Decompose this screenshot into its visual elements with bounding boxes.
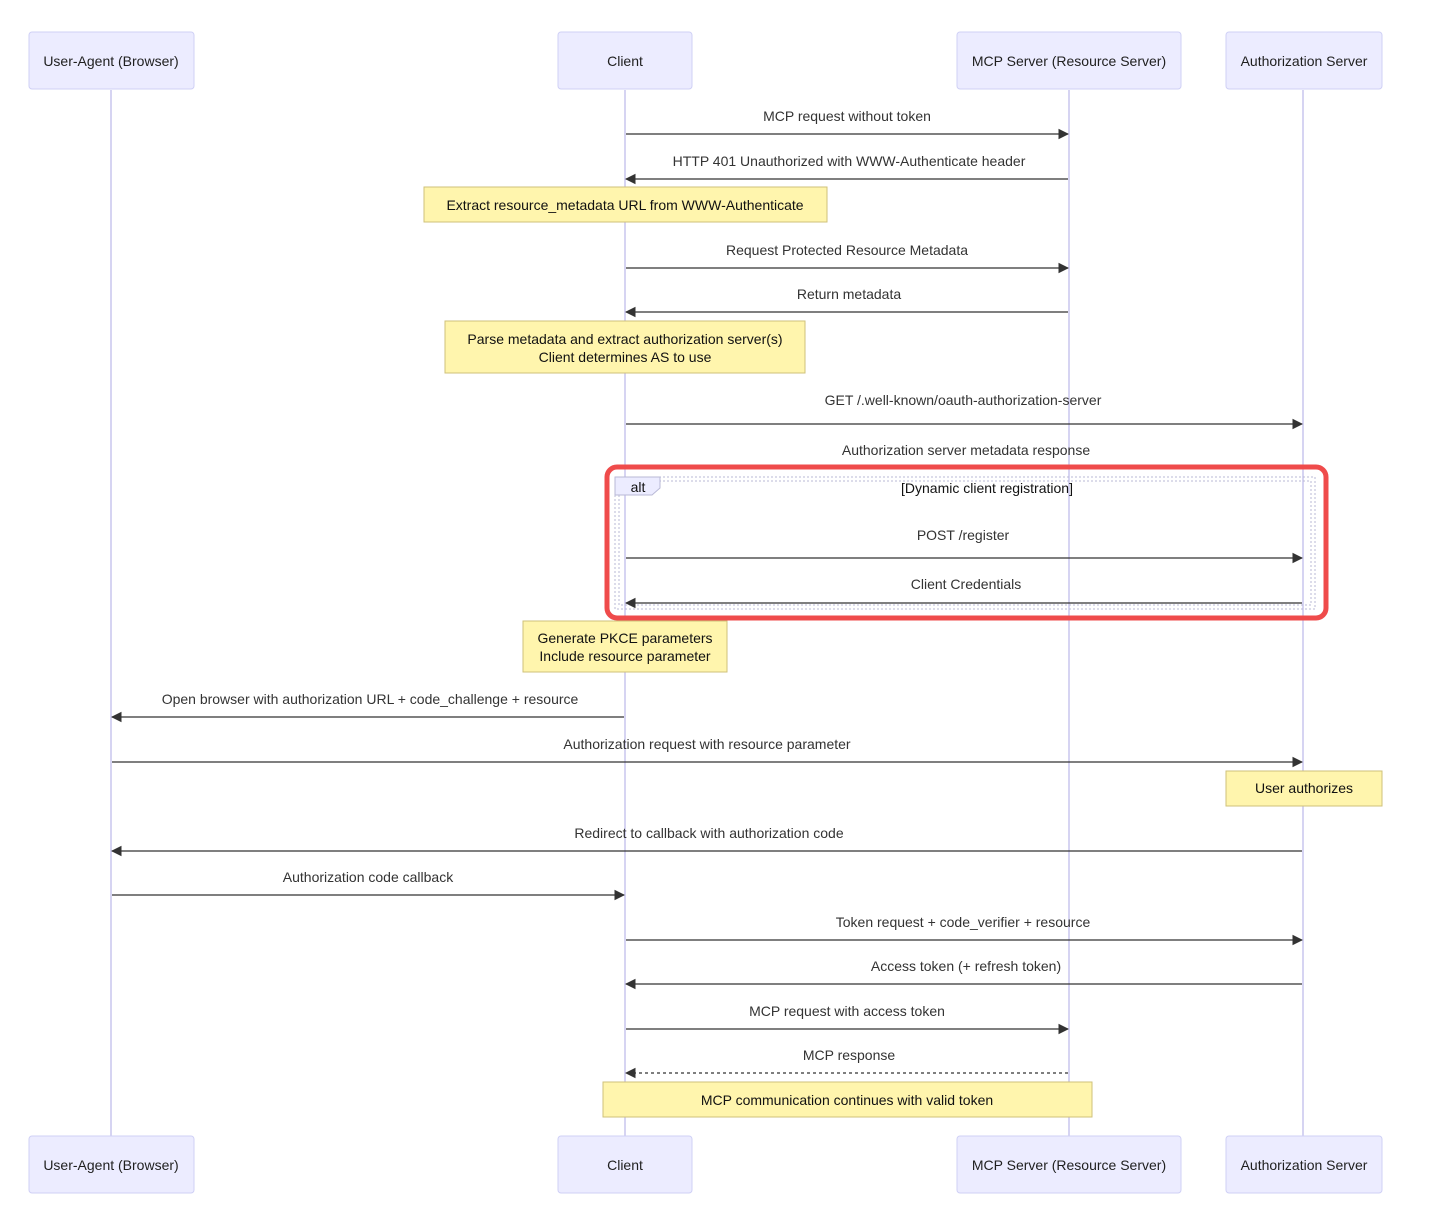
message-6: Authorization server metadata response bbox=[842, 442, 1090, 458]
message-label: GET /.well-known/oauth-authorization-ser… bbox=[825, 392, 1102, 408]
message-1: MCP request without token bbox=[626, 108, 1070, 140]
actor-label: Authorization Server bbox=[1241, 53, 1368, 69]
actor-label: MCP Server (Resource Server) bbox=[972, 53, 1166, 69]
actor-label: Authorization Server bbox=[1241, 1157, 1368, 1173]
message-label: Token request + code_verifier + resource bbox=[836, 914, 1091, 930]
actor-client-bottom: Client bbox=[557, 1135, 693, 1194]
message-7: POST /register bbox=[626, 527, 1304, 564]
actor-label: Client bbox=[607, 1157, 643, 1173]
message-label: Redirect to callback with authorization … bbox=[574, 825, 843, 841]
message-label: Access token (+ refresh token) bbox=[871, 958, 1061, 974]
note-generate-pkce: Generate PKCE parameters Include resourc… bbox=[522, 620, 728, 673]
message-12: Authorization code callback bbox=[112, 869, 626, 901]
message-label: Authorization code callback bbox=[283, 869, 454, 885]
actor-authorization-server-top: Authorization Server bbox=[1225, 31, 1383, 90]
actor-authorization-server-bottom: Authorization Server bbox=[1225, 1135, 1383, 1194]
message-11: Redirect to callback with authorization … bbox=[110, 825, 1302, 857]
note-line: Generate PKCE parameters bbox=[537, 630, 712, 646]
message-14: Access token (+ refresh token) bbox=[624, 958, 1302, 990]
message-label: MCP response bbox=[803, 1047, 896, 1063]
message-label: Authorization server metadata response bbox=[842, 442, 1090, 458]
message-9: Open browser with authorization URL + co… bbox=[110, 691, 624, 723]
message-13: Token request + code_verifier + resource bbox=[626, 914, 1304, 946]
note-line: Client determines AS to use bbox=[539, 349, 712, 365]
message-label: MCP request without token bbox=[763, 108, 931, 124]
note-parse-metadata: Parse metadata and extract authorization… bbox=[444, 320, 806, 374]
note-mcp-communication-continues: MCP communication continues with valid t… bbox=[602, 1081, 1093, 1118]
alt-keyword: alt bbox=[631, 479, 646, 495]
note-line: Extract resource_metadata URL from WWW-A… bbox=[446, 197, 803, 213]
actor-mcp-server-top: MCP Server (Resource Server) bbox=[956, 31, 1182, 90]
message-15: MCP request with access token bbox=[626, 1003, 1070, 1035]
note-line: MCP communication continues with valid t… bbox=[701, 1092, 993, 1108]
actor-label: Client bbox=[607, 53, 643, 69]
alt-block: alt [Dynamic client registration] bbox=[614, 476, 1316, 610]
message-label: HTTP 401 Unauthorized with WWW-Authentic… bbox=[673, 153, 1026, 169]
note-line: Include resource parameter bbox=[539, 648, 711, 664]
message-4: Return metadata bbox=[624, 286, 1068, 318]
message-label: Authorization request with resource para… bbox=[563, 736, 850, 752]
message-16: MCP response bbox=[624, 1047, 1068, 1079]
actor-user-agent-bottom: User-Agent (Browser) bbox=[28, 1135, 195, 1194]
message-label: MCP request with access token bbox=[749, 1003, 945, 1019]
actor-client-top: Client bbox=[557, 31, 693, 90]
message-3: Request Protected Resource Metadata bbox=[626, 242, 1070, 274]
alt-frame bbox=[614, 476, 1316, 610]
alt-tab bbox=[614, 476, 661, 496]
note-line: User authorizes bbox=[1255, 780, 1353, 796]
message-label: Open browser with authorization URL + co… bbox=[162, 691, 579, 707]
note-user-authorizes: User authorizes bbox=[1225, 770, 1383, 807]
message-2: HTTP 401 Unauthorized with WWW-Authentic… bbox=[624, 153, 1068, 185]
message-label: Client Credentials bbox=[911, 576, 1022, 592]
message-label: Return metadata bbox=[797, 286, 901, 302]
alt-condition: [Dynamic client registration] bbox=[901, 480, 1073, 496]
message-5: GET /.well-known/oauth-authorization-ser… bbox=[626, 392, 1304, 430]
actor-label: User-Agent (Browser) bbox=[43, 53, 178, 69]
alt-frame-inner bbox=[618, 480, 1312, 606]
highlight-box bbox=[604, 464, 1329, 621]
message-10: Authorization request with resource para… bbox=[112, 736, 1304, 768]
actor-mcp-server-bottom: MCP Server (Resource Server) bbox=[956, 1135, 1182, 1194]
note-extract-resource-metadata: Extract resource_metadata URL from WWW-A… bbox=[423, 186, 828, 223]
message-label: POST /register bbox=[917, 527, 1010, 543]
message-label: Request Protected Resource Metadata bbox=[726, 242, 968, 258]
actor-label: MCP Server (Resource Server) bbox=[972, 1157, 1166, 1173]
note-line: Parse metadata and extract authorization… bbox=[467, 331, 782, 347]
actor-user-agent-top: User-Agent (Browser) bbox=[28, 31, 195, 90]
message-8: Client Credentials bbox=[624, 576, 1302, 609]
actor-label: User-Agent (Browser) bbox=[43, 1157, 178, 1173]
